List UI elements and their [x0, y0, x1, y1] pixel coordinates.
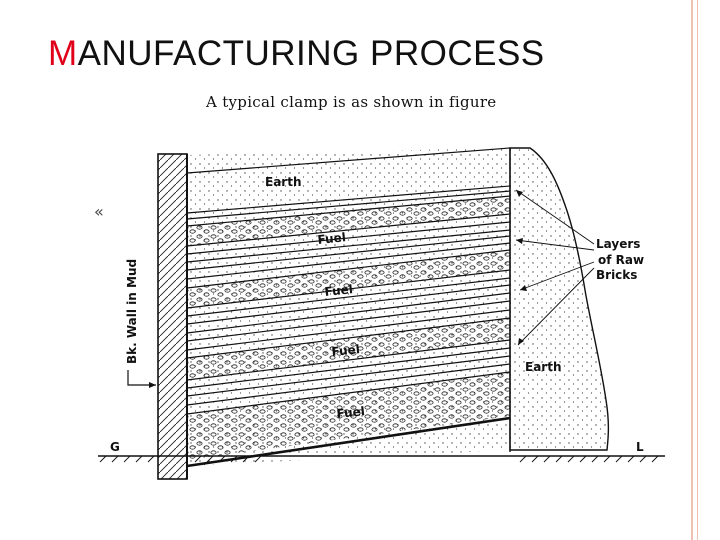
- layers-leaders: [515, 189, 595, 346]
- double-chevron-left-icon: «: [94, 202, 104, 221]
- label-wall: Bk. Wall in Mud: [125, 259, 139, 364]
- label-layers-3: Bricks: [596, 268, 637, 282]
- slide-border-outer: [691, 0, 693, 540]
- title-first-letter: M: [48, 34, 78, 73]
- fuel-band-1: [187, 196, 510, 246]
- label-fuel-2: Fuel: [324, 282, 354, 299]
- layers-group: [187, 185, 510, 460]
- title-rest: ANUFACTURING PROCESS: [77, 34, 545, 73]
- label-fuel-3: Fuel: [331, 342, 361, 359]
- brick-lines: [187, 185, 510, 415]
- label-ground-left: G: [110, 440, 120, 454]
- fuel-band-2: [187, 250, 510, 308]
- label-fuel-4: Fuel: [336, 404, 366, 421]
- wall-leader: [127, 370, 156, 386]
- brick-wall: [157, 153, 188, 480]
- slide-border-inner: [697, 0, 698, 540]
- label-fuel-1: Fuel: [317, 230, 347, 247]
- fuel-band-4: [187, 372, 510, 460]
- slide-title: MANUFACTURING PROCESS: [48, 34, 545, 74]
- label-earth-right: Earth: [525, 360, 562, 374]
- label-ground-right: L: [636, 440, 644, 454]
- ground-hatch: [99, 455, 659, 463]
- label-layers-2: of Raw: [598, 253, 644, 267]
- clamp-base: [186, 416, 511, 468]
- figure-caption: A typical clamp is as shown in figure: [206, 93, 497, 111]
- label-layers-1: Layers: [596, 237, 640, 251]
- fuel-band-3: [187, 318, 510, 380]
- label-earth-top: Earth: [265, 175, 302, 189]
- earth-mound: [509, 147, 610, 451]
